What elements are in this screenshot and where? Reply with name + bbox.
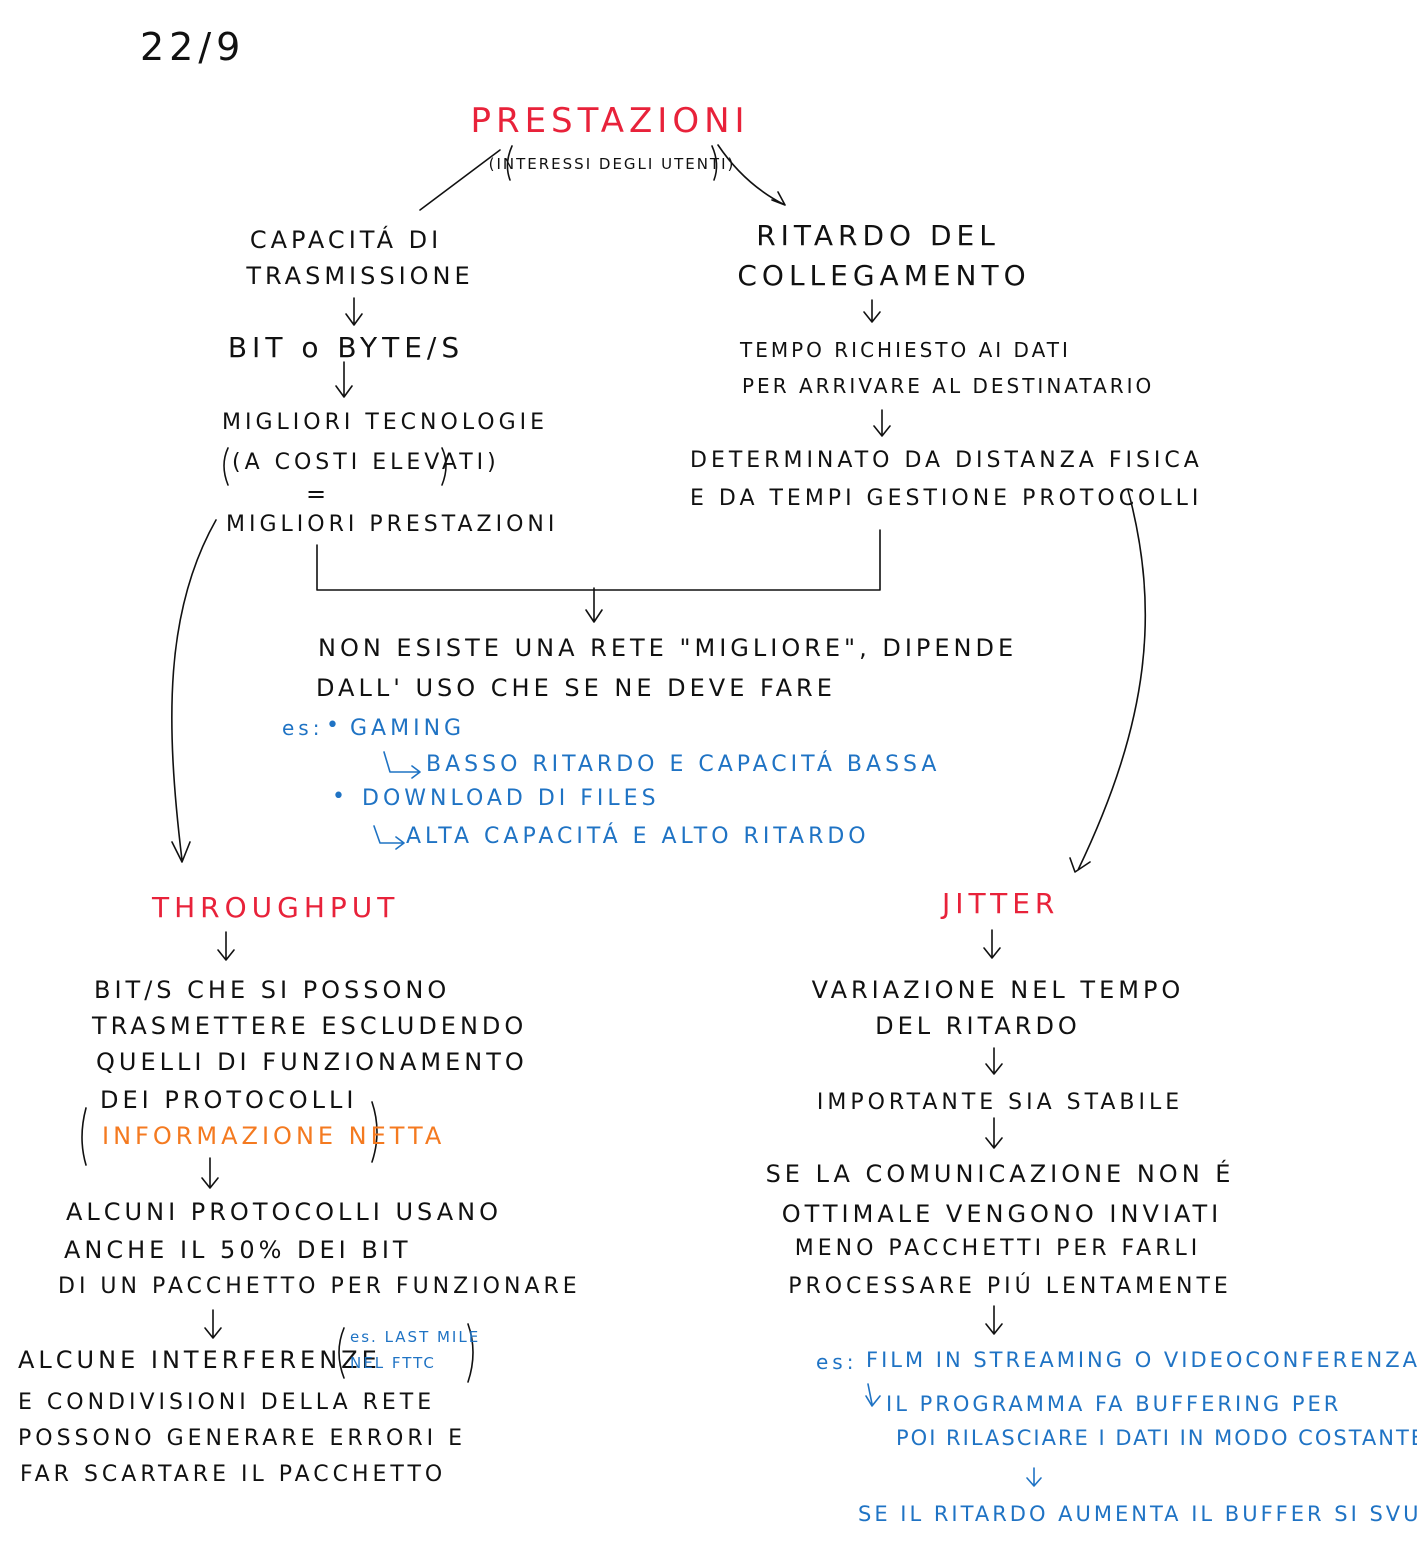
capacity-tech-line3: MIGLIORI PRESTAZIONI — [226, 512, 559, 537]
arrow-unit-tech — [335, 361, 353, 398]
root-subtitle: (INTERESSI DEGLI UTENTI) — [488, 155, 736, 173]
throughput-interf-line2: E CONDIVISIONI DELLA RETE — [18, 1390, 436, 1415]
jitter-comm-line3: MENO PACCHETTI PER FARLI — [794, 1236, 1202, 1261]
arrow-capacity-unit — [345, 297, 363, 326]
capacity-tech-line2: (A COSTI ELEVATI) — [232, 450, 500, 475]
jitter-example-line1: FILM IN STREAMING O VIDEOCONFERENZA — [866, 1348, 1417, 1372]
date-label: 22/9 — [140, 25, 246, 69]
delay-title-line2: COLLEGAMENTO — [737, 259, 1031, 292]
merge-bracket — [316, 529, 881, 591]
center-example-gaming-detail: BASSO RITARDO E CAPACITÁ BASSA — [426, 752, 941, 777]
capacity-unit: BIT o BYTE/S — [227, 331, 465, 364]
throughput-interf-note1: es. LAST MILE — [350, 1328, 481, 1346]
jitter-comm-line4: PROCESSARE PIÚ LENTAMENTE — [788, 1274, 1232, 1299]
branch-line-right — [717, 144, 786, 206]
root-title: PRESTAZIONI — [470, 101, 750, 141]
arrow-merge-center — [585, 587, 603, 623]
branch-line-left — [419, 149, 501, 211]
throughput-title: THROUGHPUT — [152, 891, 400, 924]
throughput-interf-line3: POSSONO GENERARE ERRORI E — [18, 1426, 466, 1451]
arrow-gaming-detail — [383, 751, 421, 779]
jitter-example-line3: POI RILASCIARE I DATI IN MODO COSTANTE — [896, 1426, 1417, 1450]
jitter-example-line2: IL PROGRAMMA FA BUFFERING PER — [886, 1392, 1342, 1416]
capacity-tech-line1: MIGLIORI TECNOLOGIE — [222, 410, 549, 435]
arrow-desc-det — [873, 409, 891, 437]
arrow-throughput-def — [217, 931, 235, 961]
throughput-interf-note2: NEL FTTC — [350, 1354, 436, 1372]
arrow-buffer-result — [1026, 1467, 1042, 1487]
delay-desc-line1: TEMPO RICHIESTO AI DATI — [740, 338, 1071, 362]
center-line1: NON ESISTE UNA RETE "MIGLIORE", DIPENDE — [318, 634, 1018, 662]
center-bullet-1: • — [326, 713, 343, 738]
throughput-def-line3: QUELLI DI FUNZIONAMENTO — [96, 1048, 528, 1076]
center-example-download: DOWNLOAD DI FILES — [362, 786, 660, 811]
throughput-def-line1: BIT/S CHE SI POSSONO — [94, 976, 451, 1004]
curve-to-jitter — [1069, 489, 1147, 873]
arrow-net-protocols — [201, 1157, 219, 1189]
throughput-protocols-line1: ALCUNI PROTOCOLLI USANO — [66, 1198, 502, 1226]
arrow-delay-desc — [863, 299, 881, 323]
arrow-protocols-interf — [204, 1309, 222, 1339]
throughput-net-info: INFORMAZIONE NETTA — [102, 1122, 446, 1150]
jitter-stable: IMPORTANTE SIA STABILE — [816, 1090, 1184, 1115]
jitter-def-line1: VARIAZIONE NEL TEMPO — [811, 976, 1185, 1004]
jitter-comm-line1: SE LA COMUNICAZIONE NON É — [765, 1160, 1235, 1188]
curve-to-throughput — [171, 519, 217, 863]
delay-det-line1: DETERMINATO DA DISTANZA FISICA — [690, 448, 1203, 473]
center-example-label: es: — [282, 716, 324, 740]
jitter-example-line4: SE IL RITARDO AUMENTA IL BUFFER SI SVUOT… — [858, 1502, 1417, 1526]
jitter-comm-line2: OTTIMALE VENGONO INVIATI — [781, 1200, 1223, 1228]
delay-det-line2: E DA TEMPI GESTIONE PROTOCOLLI — [690, 486, 1203, 511]
delay-desc-line2: PER ARRIVARE AL DESTINATARIO — [742, 374, 1155, 398]
throughput-def-line4: DEI PROTOCOLLI — [100, 1086, 358, 1114]
capacity-title-line2: TRASMISSIONE — [246, 262, 474, 290]
arrow-stream-buffer — [865, 1383, 881, 1407]
capacity-title-line1: CAPACITÁ DI — [249, 226, 443, 254]
jitter-example-label: es: — [816, 1350, 858, 1374]
jitter-title: JITTER — [942, 887, 1060, 920]
arrow-comm-example — [985, 1305, 1003, 1335]
arrow-stable-comm — [985, 1117, 1003, 1149]
jitter-def-line2: DEL RITARDO — [875, 1012, 1081, 1040]
capacity-equals: = — [305, 480, 331, 508]
throughput-interf-line1: ALCUNE INTERFERENZE — [18, 1346, 381, 1374]
center-bullet-2: • — [332, 784, 349, 809]
throughput-def-line2: TRASMETTERE ESCLUDENDO — [92, 1012, 528, 1040]
arrow-jitter-def — [983, 929, 1001, 959]
throughput-interf-line4: FAR SCARTARE IL PACCHETTO — [20, 1462, 447, 1487]
delay-title-line1: RITARDO DEL — [756, 219, 1000, 252]
arrow-download-detail — [373, 825, 405, 850]
center-line2: DALL' USO CHE SE NE DEVE FARE — [316, 674, 836, 702]
center-example-gaming: GAMING — [350, 716, 466, 741]
throughput-protocols-line2: ANCHE IL 50% DEI BIT — [64, 1236, 412, 1264]
center-example-download-detail: ALTA CAPACITÁ E ALTO RITARDO — [406, 824, 870, 849]
arrow-def-stable — [985, 1047, 1003, 1075]
throughput-protocols-line3: DI UN PACCHETTO PER FUNZIONARE — [58, 1274, 581, 1299]
